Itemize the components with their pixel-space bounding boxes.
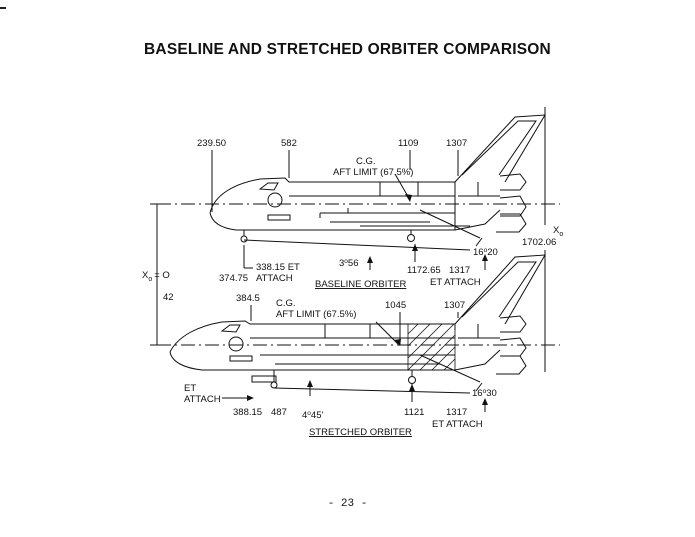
baseline-et-aft-label: ET ATTACH <box>430 277 481 288</box>
stretched-caption: STRETCHED ORBITER <box>309 427 412 438</box>
stretched-et-label-word: ATTACH <box>184 394 221 405</box>
stretched-station-1045: 1045 <box>385 300 406 311</box>
stretch-section-hatching <box>407 323 456 371</box>
stretched-et-aft-value: 1317 <box>446 407 467 418</box>
stretched-tail-angle: 16o30 <box>472 388 497 399</box>
scan-edge-mark <box>0 7 6 9</box>
stretched-cg-label: C.G. <box>276 298 296 309</box>
stretched-station-1307: 1307 <box>444 300 465 311</box>
stretched-et-label: ET <box>184 383 196 394</box>
baseline-caption: BASELINE ORBITER <box>315 279 406 290</box>
baseline-et-aft-value: 1317 <box>449 265 470 276</box>
baseline-station-582: 582 <box>281 138 297 149</box>
baseline-xo-value: 1702.06 <box>522 237 556 248</box>
reference-offset: 42 <box>163 292 174 303</box>
stretched-station-384: 384.5 <box>236 293 260 304</box>
stretched-cg-aft-limit: AFT LIMIT (67.5%) <box>276 309 356 320</box>
baseline-xo-label: Xo <box>553 225 563 238</box>
baseline-gear-forward: 374.75 <box>219 273 248 284</box>
baseline-et-forward-value: 338.15 ET <box>256 262 300 273</box>
baseline-tail-angle: 16o20 <box>473 247 498 258</box>
stretched-et-aft-label: ET ATTACH <box>432 419 483 430</box>
stretched-gear-main: 1121 <box>404 407 424 418</box>
baseline-aft-angle: 3o56 <box>339 258 359 269</box>
page-title: BASELINE AND STRETCHED ORBITER COMPARISO… <box>144 41 551 58</box>
reference-xo: Xo= O <box>142 270 170 283</box>
baseline-gear-main: 1172.65 <box>407 265 441 276</box>
baseline-station-1109: 1109 <box>398 138 418 149</box>
page-number: - 23 - <box>327 498 368 510</box>
baseline-orbiter-outline <box>209 114 546 243</box>
stretched-et-forward-value: 388.15 <box>233 407 262 418</box>
baseline-et-forward-word: ATTACH <box>256 273 293 284</box>
baseline-cg-label: C.G. <box>356 156 376 167</box>
baseline-cg-aft-limit: AFT LIMIT (67.5%) <box>333 167 413 178</box>
baseline-station-nose: 239.50 <box>197 138 226 149</box>
stretched-gear-forward: 487 <box>271 407 287 418</box>
stretched-aft-angle: 4o45' <box>302 410 323 421</box>
baseline-station-1307: 1307 <box>446 138 467 149</box>
